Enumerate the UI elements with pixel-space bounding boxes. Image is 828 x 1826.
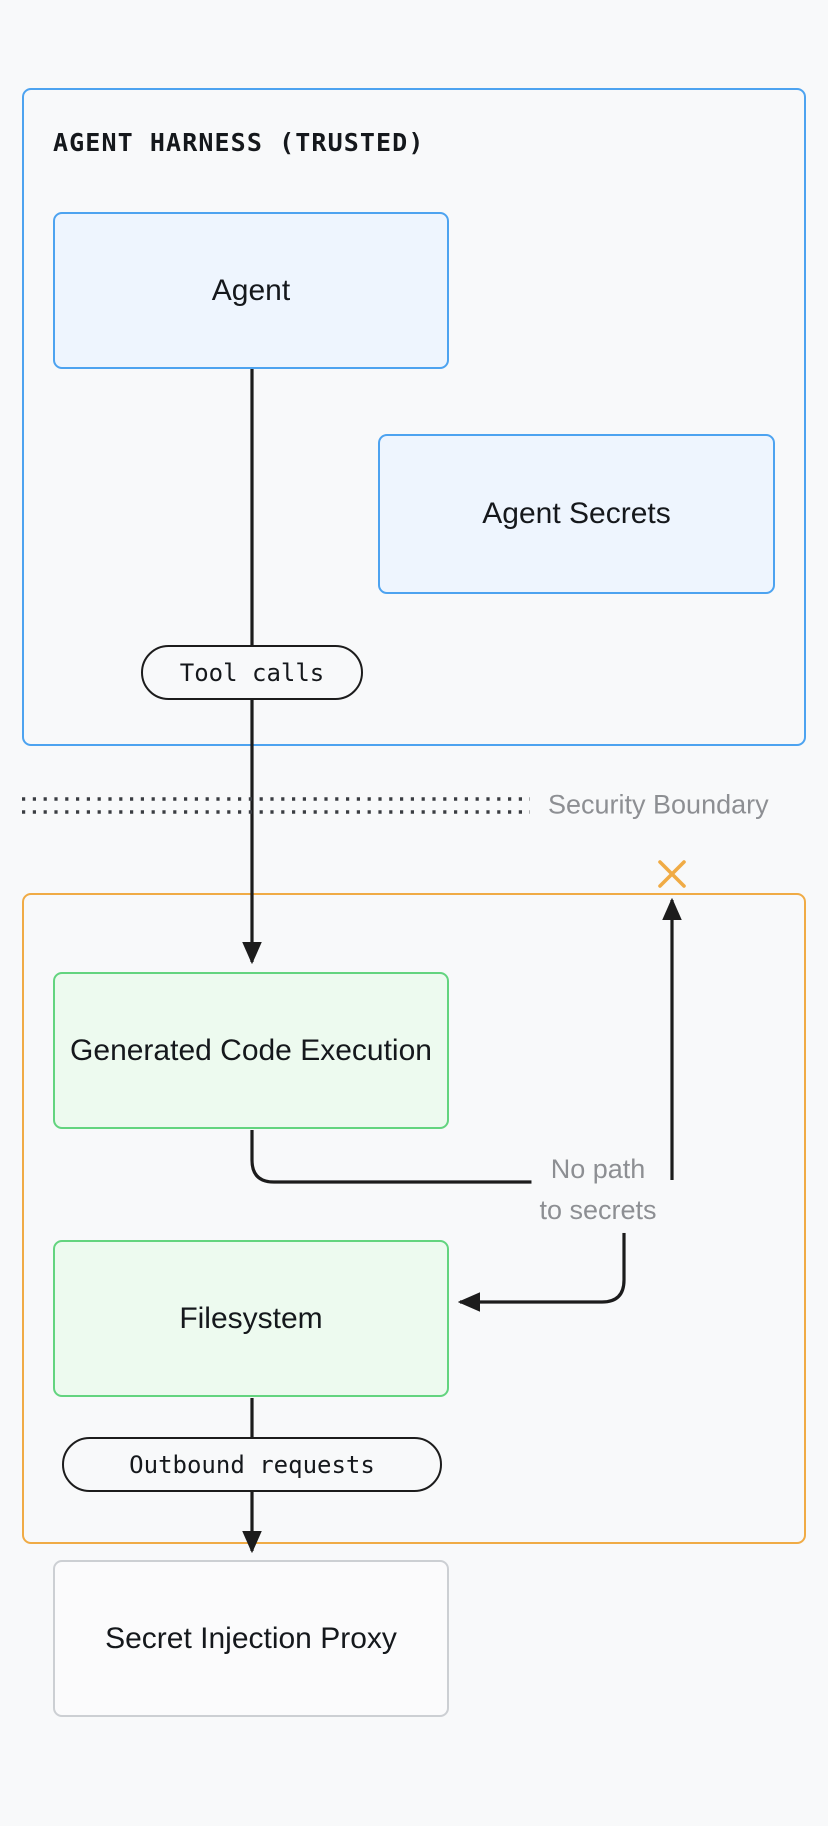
no-path-line-2: to secrets <box>539 1195 657 1225</box>
zone-sandbox-untrusted <box>22 893 806 1544</box>
edge-no-path-to-filesystem <box>457 1200 626 1312</box>
zone-title-trusted: AGENT HARNESS (TRUSTED) <box>53 128 425 157</box>
node-agent[interactable]: Agent <box>53 212 449 369</box>
node-generated-code-execution[interactable]: Generated Code Execution <box>53 972 449 1129</box>
node-agent-secrets[interactable]: Agent Secrets <box>378 434 775 594</box>
edge-code-exec-to-no-path <box>250 1130 575 1192</box>
zone-agent-harness-trusted <box>22 88 806 746</box>
node-filesystem[interactable]: Filesystem <box>53 1240 449 1397</box>
edge-label-outbound-requests: Outbound requests <box>62 1437 442 1492</box>
security-boundary-label: Security Boundary <box>548 789 769 820</box>
node-secret-injection-proxy[interactable]: Secret Injection Proxy <box>53 1560 449 1717</box>
edge-label-tool-calls: Tool calls <box>141 645 363 700</box>
